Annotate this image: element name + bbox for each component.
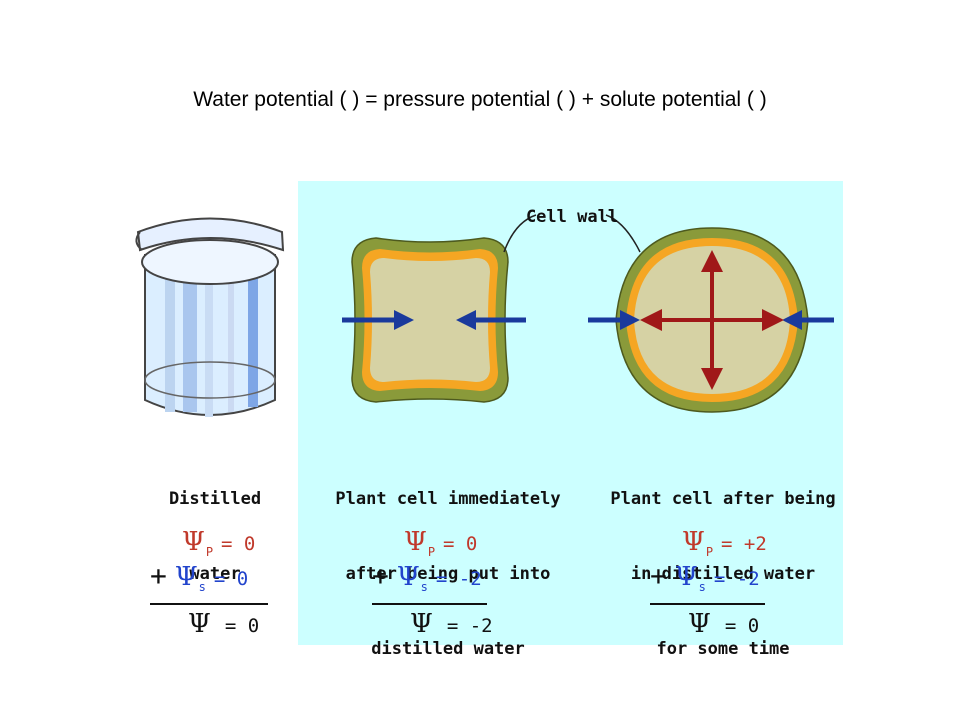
water-influx-arrow-icons (342, 310, 834, 330)
label-distilled-water: Distilled water (150, 437, 280, 612)
solute-potential-row: +Ψs = 0 (150, 559, 249, 595)
label-line: for some time (656, 639, 790, 659)
plus-sign: + (372, 559, 389, 592)
psi-p-value: = 0 (221, 533, 256, 555)
psi-value: = 0 (724, 615, 760, 637)
psi-symbol: Ψ (396, 562, 420, 592)
label-line: Plant cell after being (610, 489, 836, 509)
solute-potential-row: +Ψs = -2 (650, 559, 760, 595)
label-line: Plant cell immediately (335, 489, 561, 509)
psi-symbol: Ψ (404, 527, 427, 557)
psi-symbol: Ψ (410, 609, 433, 639)
psi-symbol: Ψ (674, 562, 698, 592)
psi-p-value: = +2 (721, 533, 767, 555)
subscript-s: s (420, 580, 428, 594)
psi-symbol: Ψ (182, 527, 205, 557)
label-line: distilled water (371, 639, 525, 659)
sum-rule (650, 603, 765, 605)
solute-potential-row: +Ψs = -2 (372, 559, 482, 595)
pressure-potential-row: ΨP = +2 (682, 527, 767, 559)
label-line: in distilled water (630, 564, 816, 584)
sum-rule (150, 603, 268, 605)
label-plant-cell-later: Plant cell after being in distilled wate… (598, 437, 848, 687)
page-title: Water potential ( ) = pressure potential… (193, 88, 767, 111)
label-plant-cell-initial: Plant cell immediately after being put i… (318, 437, 578, 687)
label-line: water (189, 564, 241, 584)
psi-symbol: Ψ (688, 609, 711, 639)
sum-rule (372, 603, 487, 605)
turgor-pressure-arrow-icons (640, 250, 784, 390)
psi-value: = 0 (224, 615, 260, 637)
subscript-s: s (198, 580, 206, 594)
water-potential-row: Ψ = -2 (410, 610, 493, 638)
psi-symbol: Ψ (174, 562, 198, 592)
water-potential-row: Ψ = 0 (688, 610, 759, 638)
subscript-p: P (427, 545, 436, 559)
label-line: Distilled (168, 489, 262, 509)
plant-cell-initial (351, 237, 509, 403)
psi-p-value: = 0 (443, 533, 478, 555)
subscript-p: P (205, 545, 214, 559)
pressure-potential-row: ΨP = 0 (182, 527, 256, 559)
psi-symbol: Ψ (188, 609, 211, 639)
plus-sign: + (650, 559, 667, 592)
subscript-s: s (698, 580, 706, 594)
water-potential-row: Ψ = 0 (188, 610, 259, 638)
subscript-p: P (705, 545, 714, 559)
psi-s-value: = -2 (435, 568, 482, 590)
label-line: after being put into (345, 564, 551, 584)
pressure-potential-row: ΨP = 0 (404, 527, 478, 559)
psi-s-value: = 0 (213, 568, 249, 590)
psi-s-value: = -2 (713, 568, 760, 590)
cell-wall-callout: Cell wall (526, 207, 618, 227)
beaker-icon (135, 217, 285, 417)
psi-value: = -2 (446, 615, 493, 637)
plus-sign: + (150, 559, 167, 592)
psi-symbol: Ψ (682, 527, 705, 557)
